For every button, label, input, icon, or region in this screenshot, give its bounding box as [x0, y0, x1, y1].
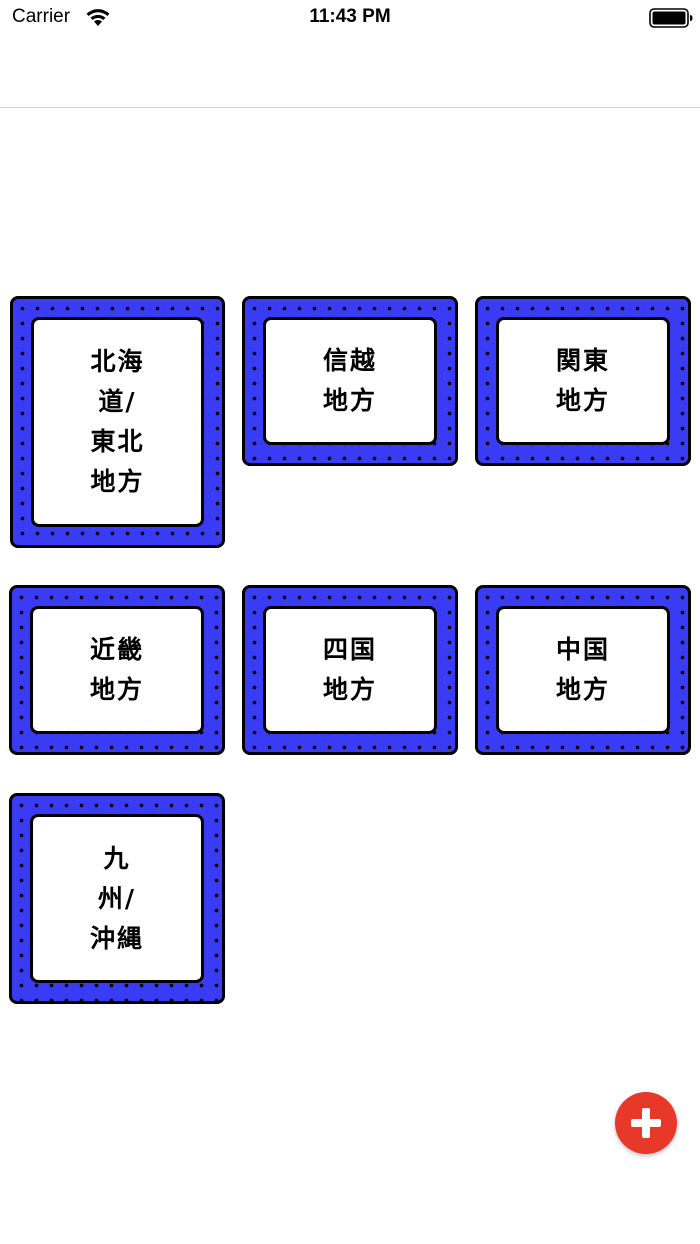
add-button[interactable]	[615, 1092, 677, 1154]
region-card-shikoku[interactable]: 四国 地方	[242, 585, 458, 755]
clock: 11:43 PM	[309, 6, 391, 27]
status-bar: Carrier 11:43 PM	[0, 0, 700, 36]
region-card-kinki[interactable]: 近畿 地方	[9, 585, 225, 755]
navigation-bar	[0, 36, 700, 108]
region-label: 関東 地方	[555, 346, 610, 415]
region-card-hokkaido-tohoku[interactable]: 北海 道/ 東北 地方	[10, 296, 225, 548]
card-inner: 信越 地方	[263, 317, 437, 445]
wifi-icon	[86, 9, 110, 26]
region-label: 近畿 地方	[89, 635, 144, 704]
card-inner: 中国 地方	[496, 606, 670, 734]
region-card-shinetsu[interactable]: 信越 地方	[242, 296, 458, 466]
region-card-kyushu-okinawa[interactable]: 九 州/ 沖縄	[9, 793, 225, 1004]
card-inner: 北海 道/ 東北 地方	[31, 317, 204, 527]
card-inner: 近畿 地方	[30, 606, 204, 734]
region-label: 九 州/ 沖縄	[89, 843, 144, 953]
region-label: 四国 地方	[322, 635, 377, 704]
region-card-kanto[interactable]: 関東 地方	[475, 296, 691, 466]
region-label: 北海 道/ 東北 地方	[90, 347, 145, 496]
plus-icon	[631, 1108, 661, 1138]
battery-icon	[649, 8, 693, 28]
card-inner: 関東 地方	[496, 317, 670, 445]
region-label: 中国 地方	[555, 635, 610, 704]
carrier-label: Carrier	[12, 6, 71, 27]
card-inner: 四国 地方	[263, 606, 437, 734]
card-inner: 九 州/ 沖縄	[30, 814, 204, 983]
region-label: 信越 地方	[322, 346, 377, 415]
region-card-chugoku[interactable]: 中国 地方	[475, 585, 691, 755]
